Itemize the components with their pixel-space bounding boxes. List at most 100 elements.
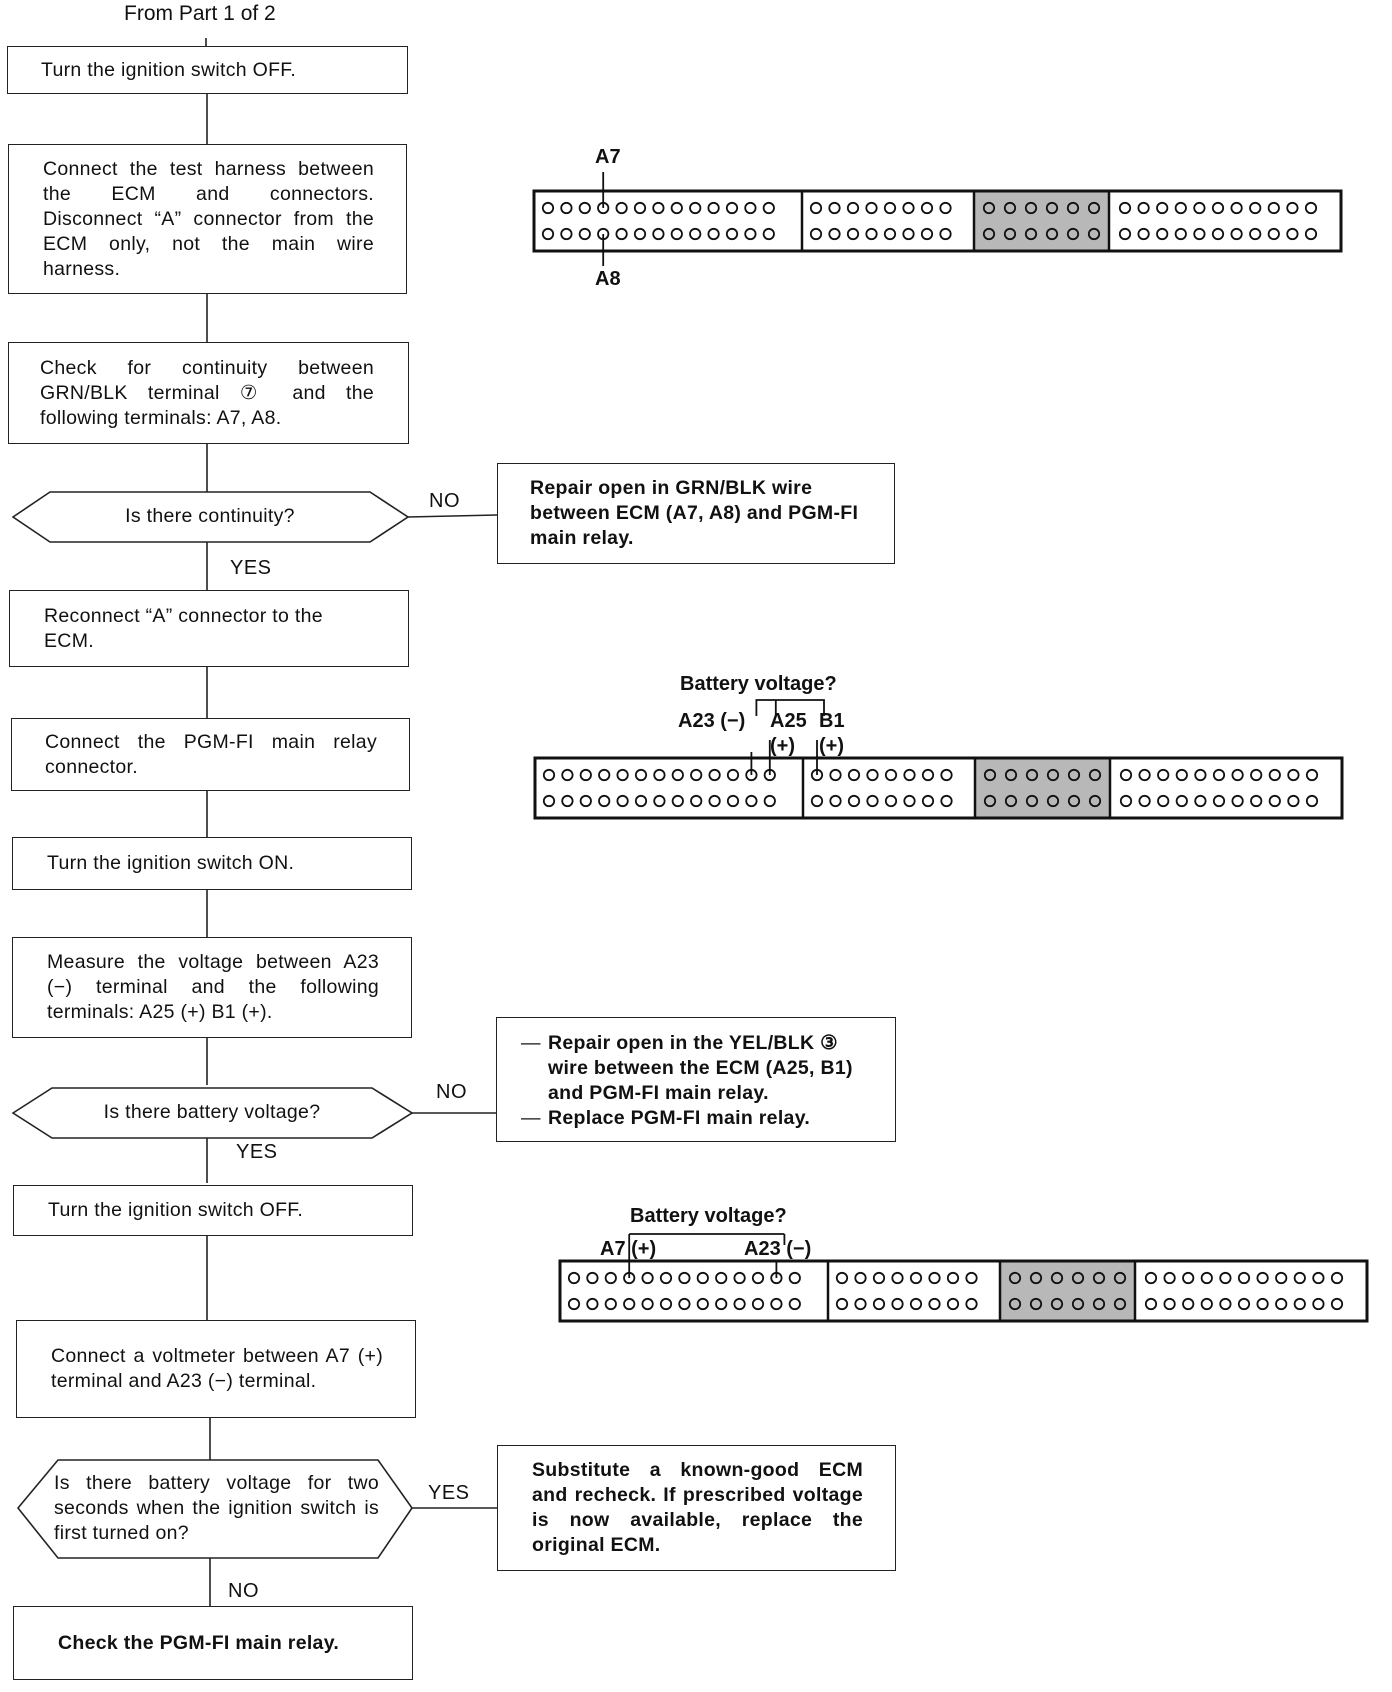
pin bbox=[1144, 1297, 1158, 1311]
ecm-connector-1 bbox=[532, 189, 1343, 253]
pin bbox=[770, 1297, 783, 1311]
pin bbox=[1304, 227, 1318, 241]
pin bbox=[659, 1297, 673, 1311]
pin bbox=[982, 201, 996, 215]
pin bbox=[1025, 768, 1039, 782]
pin bbox=[696, 1297, 709, 1311]
pin bbox=[1174, 201, 1187, 215]
pin bbox=[615, 227, 628, 241]
header-from-part: From Part 1 of 2 bbox=[124, 2, 276, 25]
pin bbox=[604, 1271, 617, 1285]
pin bbox=[1046, 794, 1060, 808]
pin bbox=[1293, 1271, 1306, 1285]
pin bbox=[670, 201, 683, 215]
pin bbox=[1119, 768, 1133, 782]
pin bbox=[696, 1271, 709, 1285]
pin bbox=[835, 1271, 849, 1285]
pin bbox=[745, 794, 758, 808]
pin bbox=[744, 201, 757, 215]
pin bbox=[939, 227, 952, 241]
connector2-title: Battery voltage? bbox=[680, 673, 837, 695]
pin bbox=[1256, 1271, 1269, 1285]
connector2-label-plus-b1: (+) bbox=[819, 735, 844, 757]
pin bbox=[567, 1297, 581, 1311]
pin bbox=[1194, 768, 1207, 782]
pin bbox=[707, 227, 720, 241]
pin bbox=[1003, 227, 1017, 241]
pin bbox=[883, 227, 897, 241]
pin bbox=[939, 201, 952, 215]
pin bbox=[542, 794, 556, 808]
pin bbox=[928, 1271, 941, 1285]
pin bbox=[884, 768, 898, 782]
step-connect-main-relay: Connect the PGM-FI main relay connector. bbox=[11, 718, 410, 791]
pin bbox=[1008, 1297, 1022, 1311]
pin bbox=[928, 1297, 941, 1311]
dash-2: — bbox=[521, 1107, 541, 1129]
step-check-main-relay: Check the PGM-FI main relay. bbox=[13, 1606, 413, 1680]
pin bbox=[623, 1297, 636, 1311]
question-two-seconds: Is there battery voltage for two seconds… bbox=[54, 1472, 379, 1544]
pin bbox=[909, 1271, 923, 1285]
pin bbox=[542, 768, 556, 782]
pin bbox=[902, 201, 915, 215]
pin bbox=[1287, 794, 1300, 808]
label-no-1: NO bbox=[429, 490, 460, 512]
pin bbox=[708, 794, 721, 808]
pin bbox=[1330, 1297, 1344, 1311]
pin bbox=[1182, 1297, 1195, 1311]
pin bbox=[1087, 201, 1101, 215]
pin bbox=[809, 201, 823, 215]
pin bbox=[1287, 768, 1300, 782]
step-connect-test-harness: Connect the test harness between the ECM… bbox=[8, 144, 407, 294]
pin bbox=[1219, 1297, 1232, 1311]
step-ignition-on: Turn the ignition switch ON. bbox=[12, 837, 412, 890]
pin bbox=[1029, 1297, 1043, 1311]
pin bbox=[633, 201, 647, 215]
pin bbox=[828, 201, 841, 215]
pin bbox=[1163, 1297, 1176, 1311]
pin bbox=[1029, 1271, 1043, 1285]
pin bbox=[1237, 1297, 1251, 1311]
pin bbox=[866, 768, 879, 782]
pin bbox=[633, 227, 647, 241]
pin bbox=[1092, 1271, 1106, 1285]
pin bbox=[846, 201, 860, 215]
question-battery-voltage: Is there battery voltage? bbox=[103, 1101, 321, 1123]
pin bbox=[920, 227, 934, 241]
connector3-label-a7: A7 (+) bbox=[600, 1238, 657, 1260]
pin bbox=[1293, 1297, 1306, 1311]
pin bbox=[763, 794, 776, 808]
pin bbox=[1067, 768, 1081, 782]
pin bbox=[725, 227, 739, 241]
pin bbox=[920, 201, 934, 215]
pin bbox=[1312, 1271, 1325, 1285]
step-ignition-off-2: Turn the ignition switch OFF. bbox=[13, 1185, 413, 1236]
pin bbox=[616, 794, 629, 808]
pin bbox=[1250, 768, 1263, 782]
label-no-2: NO bbox=[436, 1081, 467, 1103]
pin bbox=[854, 1297, 867, 1311]
pin bbox=[983, 794, 997, 808]
pin bbox=[578, 201, 591, 215]
pin bbox=[1004, 794, 1018, 808]
bracket-battery-voltage bbox=[755, 699, 825, 716]
pin bbox=[788, 1297, 801, 1311]
pin bbox=[884, 794, 898, 808]
pin bbox=[865, 227, 878, 241]
connector2-label-a25: A25 bbox=[770, 710, 807, 732]
pin bbox=[671, 794, 684, 808]
pin bbox=[689, 201, 702, 215]
pin bbox=[689, 227, 702, 241]
pin bbox=[983, 768, 997, 782]
label-yes-3: YES bbox=[428, 1482, 470, 1504]
pin bbox=[726, 768, 740, 782]
step-connect-voltmeter: Connect a voltmeter between A7 (+) termi… bbox=[16, 1320, 416, 1418]
pin bbox=[1092, 1297, 1106, 1311]
pin bbox=[1230, 201, 1243, 215]
pin bbox=[891, 1297, 904, 1311]
connector2-label-a23: A23 (−) bbox=[678, 710, 746, 732]
connector2-label-plus-a25: (+) bbox=[770, 735, 795, 757]
pin bbox=[726, 794, 740, 808]
